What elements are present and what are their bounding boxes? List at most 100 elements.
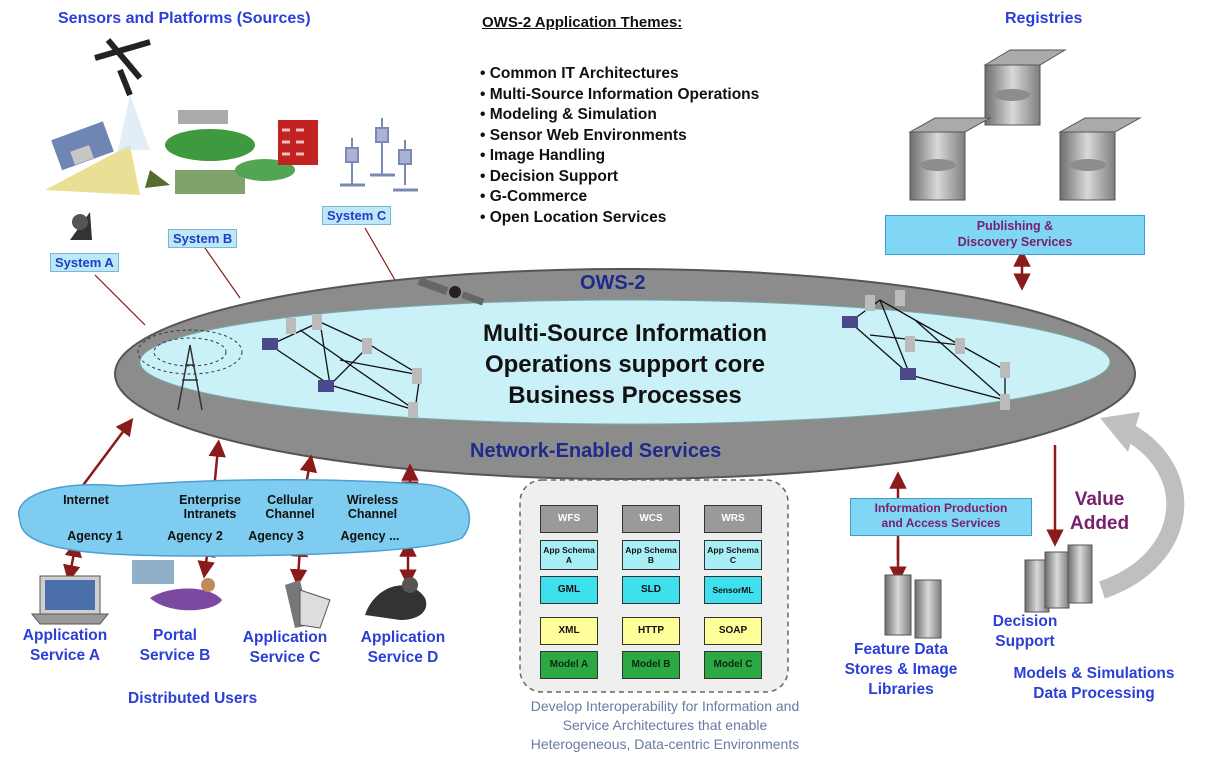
satellite-icon [417, 277, 485, 306]
network-enabled-label: Network-Enabled Services [470, 440, 722, 462]
application-service-a: Application Service A [5, 626, 125, 666]
core-line3: Business Processes [508, 382, 742, 409]
publishing-line1: Publishing & [976, 219, 1054, 233]
distributed-users-label: Distributed Users [128, 690, 258, 707]
models-line1: Models & Simulations [1013, 665, 1175, 682]
theme-item: Modeling & Simulation [480, 105, 759, 126]
interop-line2: Service Architectures that enable [562, 717, 768, 733]
grid-wfs: WFS [540, 505, 598, 533]
theme-item: G-Commerce [480, 187, 759, 208]
publishing-discovery-box: Publishing & Discovery Services [885, 215, 1145, 255]
decision-line1: Decision [992, 613, 1058, 630]
theme-item: Image Handling [480, 146, 759, 167]
user-a-arrow [63, 539, 82, 583]
system-b-connector [204, 247, 241, 299]
grid-sensorml: SensorML [704, 576, 762, 604]
theme-item: Sensor Web Environments [480, 126, 759, 147]
uav-icon [94, 38, 151, 150]
interop-line1: Develop Interoperability for Information… [530, 698, 800, 714]
service-d-line2: Service D [367, 649, 439, 666]
theme-item: Decision Support [480, 167, 759, 188]
core-line2: Operations support core [484, 351, 766, 378]
core-text: Multi-Source Information Operations supp… [420, 318, 830, 411]
grid-app-schema-b: App Schema B [622, 540, 680, 570]
grid-model-b: Model B [622, 651, 680, 679]
radio-tower-icon [137, 329, 243, 411]
decision-line2: Support [995, 633, 1055, 650]
cloud-agency-3: Agency 3 [248, 529, 304, 543]
registries-heading: Registries [1005, 10, 1083, 27]
ows-ellipse [114, 268, 1136, 480]
grid-soap: SOAP [704, 617, 762, 645]
theme-item: Multi-Source Information Operations [480, 85, 760, 106]
theme-item: Open Location Services [480, 208, 759, 229]
feature-data-line2: Stores & Image [844, 661, 958, 678]
system-a-connector [94, 274, 146, 326]
grid-http: HTTP [622, 617, 680, 645]
info-production-line2: and Access Services [881, 516, 1001, 530]
publishing-line2: Discovery Services [957, 235, 1073, 249]
satellite-sensor-icon [45, 121, 140, 195]
feature-data-servers-icon [884, 574, 942, 639]
antenna-dish-icon [70, 212, 92, 240]
cloud-agency-1: Agency 1 [67, 529, 123, 543]
portal-user-icon [132, 560, 222, 611]
registry-servers-icon [908, 49, 1142, 201]
feature-data-line3: Libraries [868, 681, 934, 698]
core-line1: Multi-Source Information [483, 320, 767, 347]
grid-gml: GML [540, 576, 598, 604]
ground-stations-icon [145, 110, 318, 194]
laptop-user-icon [30, 575, 110, 625]
grid-model-c: Model C [704, 651, 762, 679]
decision-support-label: Decision Support [975, 612, 1075, 652]
cloud-wireless: Wireless Channel [346, 493, 399, 521]
left-network-nodes [262, 314, 422, 418]
service-b-line1: Portal [153, 627, 197, 644]
models-simulations-label: Models & Simulations Data Processing [994, 664, 1194, 704]
cloud-cellular: Cellular Channel [265, 493, 315, 521]
grid-wcs: WCS [622, 505, 680, 533]
field-user-icon [365, 577, 427, 620]
system-a-box: System A [50, 253, 119, 272]
cloud-internet: Internet [63, 493, 109, 507]
service-d-line1: Application [360, 629, 446, 646]
theme-item: Common IT Architectures [480, 64, 759, 85]
service-a-line2: Service A [29, 647, 101, 664]
system-c-connector [364, 227, 396, 281]
decision-support-servers-icon [1024, 544, 1093, 613]
grid-wrs: WRS [704, 505, 762, 533]
system-c-box: System C [322, 206, 392, 225]
ows2-label: OWS-2 [580, 272, 646, 294]
interoperability-caption: Develop Interoperability for Information… [470, 697, 860, 754]
info-production-line1: Information Production [874, 501, 1008, 515]
value-added-line1: Value [1074, 489, 1125, 510]
right-network-nodes [842, 290, 1010, 410]
service-c-line2: Service C [249, 649, 321, 666]
grid-xml: XML [540, 617, 598, 645]
models-line2: Data Processing [1033, 685, 1155, 702]
grid-app-schema-c: App Schema C [704, 540, 762, 570]
themes-list: Common IT Architectures Multi-Source Inf… [480, 64, 760, 229]
themes-heading: OWS-2 Application Themes: [482, 14, 683, 31]
value-added-arrow [1098, 412, 1185, 599]
feature-data-label: Feature Data Stores & Image Libraries [836, 640, 966, 700]
internet-arrow [76, 417, 134, 493]
interop-line3: Heterogeneous, Data-centric Environments [530, 736, 800, 752]
application-service-d: Application Service D [344, 628, 462, 668]
grid-model-a: Model A [540, 651, 598, 679]
service-a-line1: Application [22, 627, 108, 644]
cloud-intranets: Enterprise Intranets [179, 493, 241, 521]
value-added-line2: Added [1070, 513, 1130, 534]
grid-sld: SLD [622, 576, 680, 604]
cloud-agency-2: Agency 2 [167, 529, 223, 543]
right-network-diagram [849, 299, 1006, 401]
service-b-line2: Service B [139, 647, 211, 664]
mobile-user-icon [285, 580, 331, 629]
info-production-box: Information Production and Access Servic… [850, 498, 1032, 536]
application-service-c: Application Service C [226, 628, 344, 668]
cloud-agency-n: Agency ... [340, 529, 400, 543]
system-b-box: System B [168, 229, 238, 248]
value-added-label: Value Added [1070, 488, 1129, 536]
grid-app-schema-a: App Schema A [540, 540, 598, 570]
sensors-heading: Sensors and Platforms (Sources) [58, 10, 311, 27]
